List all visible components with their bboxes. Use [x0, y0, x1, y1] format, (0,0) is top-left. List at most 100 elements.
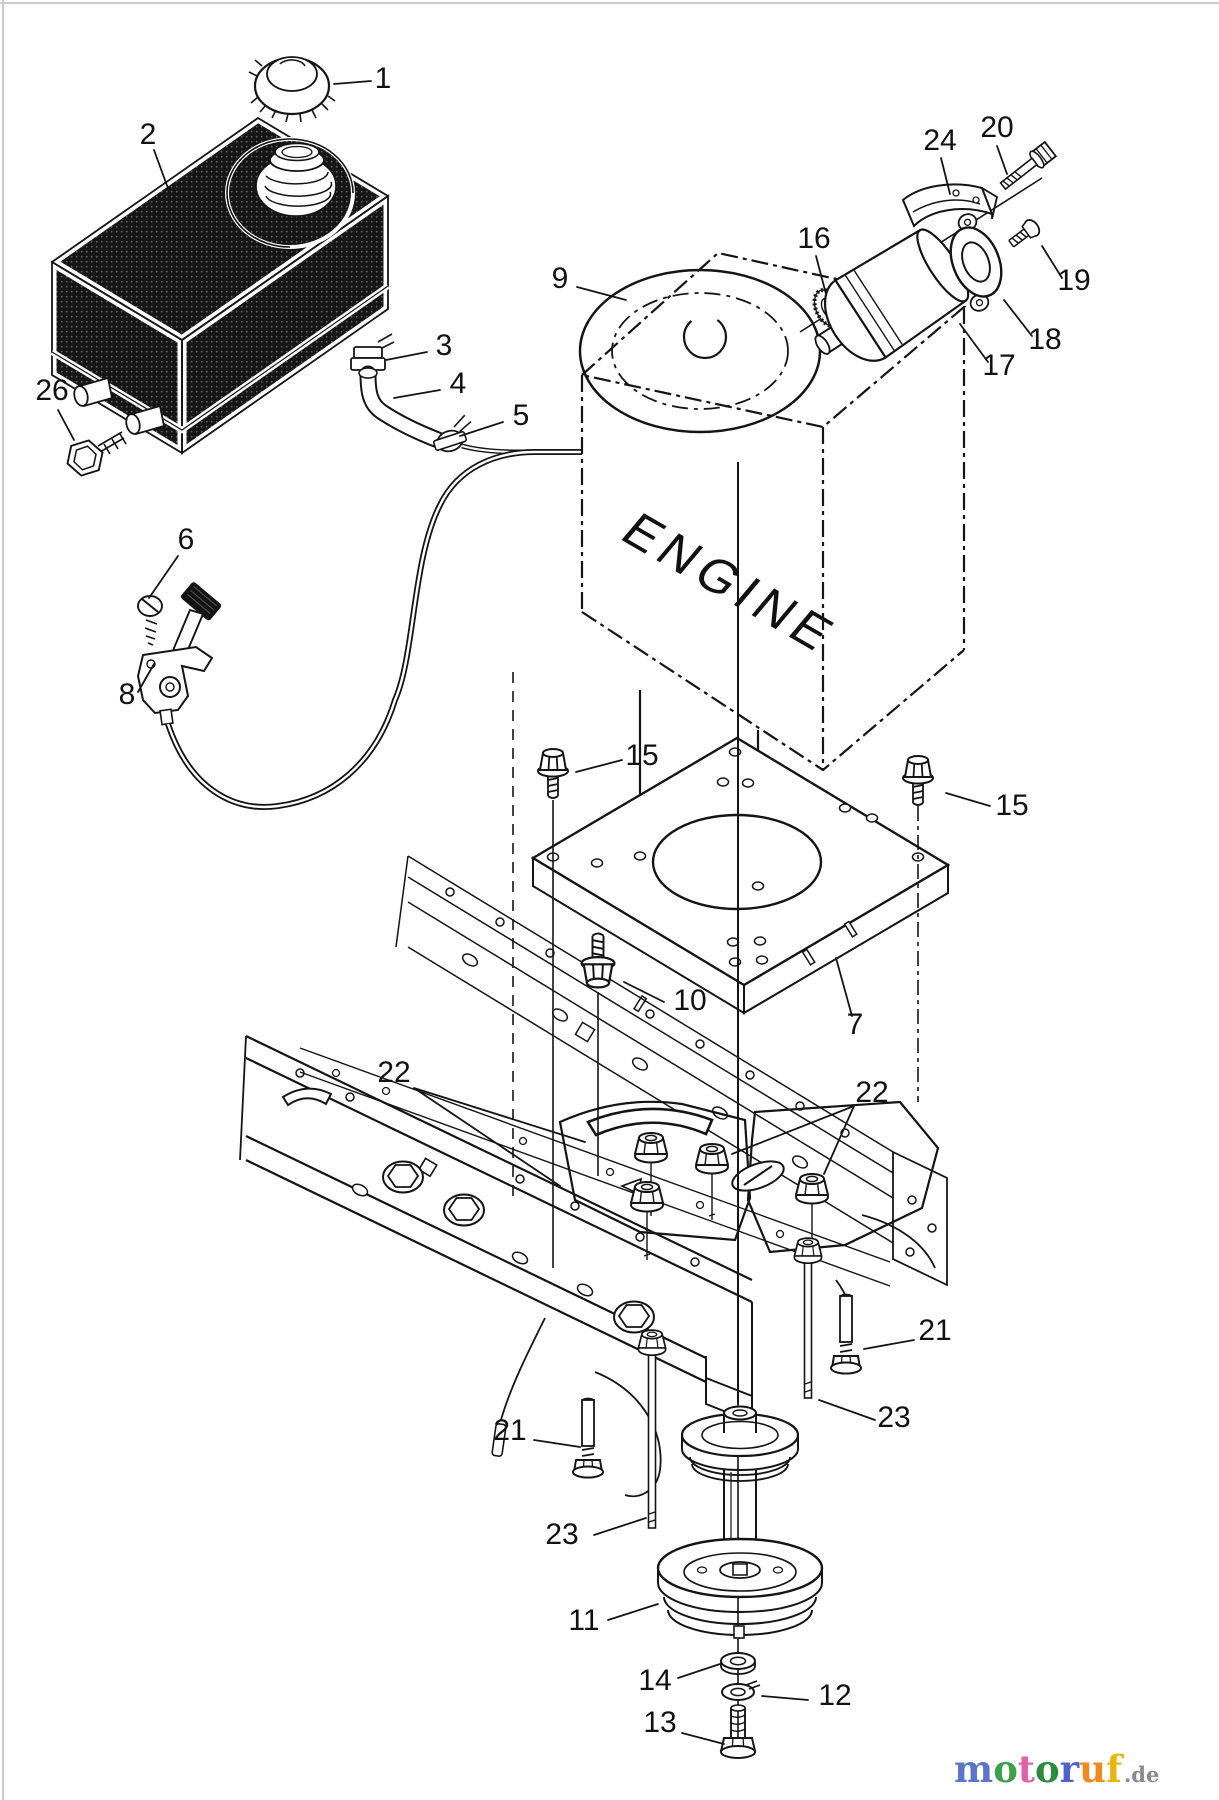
bolt-13 [719, 1704, 757, 1759]
fuel-hose [358, 365, 447, 449]
callouts: 1 2 3 4 5 26 6 8 9 24 20 16 19 18 17 15 … [35, 62, 1091, 1745]
muffler-group [799, 140, 1058, 362]
callout-26: 26 [35, 374, 75, 441]
svg-text:10: 10 [673, 984, 706, 1017]
callout-18: 18 [1003, 299, 1062, 356]
callout-15-right: 15 [945, 789, 1029, 822]
flange-nut-22 [630, 1181, 664, 1213]
svg-text:16: 16 [797, 222, 830, 255]
frame-fasteners [491, 1132, 862, 1529]
callout-13: 13 [643, 1706, 725, 1745]
svg-text:6: 6 [178, 523, 195, 556]
washer-14 [720, 1652, 756, 1675]
callout-3: 3 [385, 329, 453, 362]
callout-17: 17 [959, 323, 1016, 382]
svg-text:12: 12 [818, 1679, 851, 1712]
flange-nut-22 [795, 1173, 829, 1205]
svg-text:21: 21 [918, 1314, 951, 1347]
screw-6 [137, 595, 163, 646]
callout-20: 20 [980, 111, 1014, 175]
svg-text:17: 17 [982, 349, 1015, 382]
screw-19 [1008, 219, 1041, 248]
frame-rail-near [239, 1035, 753, 1424]
watermark-logo: motoruf [954, 1747, 1124, 1791]
svg-text:19: 19 [1057, 264, 1090, 297]
svg-text:14: 14 [638, 1664, 671, 1697]
svg-text:8: 8 [119, 678, 136, 711]
svg-text:20: 20 [980, 111, 1013, 144]
flange-nut-22 [695, 1143, 729, 1175]
frame-rail-far [395, 855, 948, 1287]
callout-2: 2 [140, 118, 170, 192]
callout-21-right: 21 [863, 1314, 952, 1350]
svg-text:2: 2 [140, 118, 157, 151]
engine-label: ENGINE [611, 502, 850, 663]
callout-12: 12 [761, 1679, 852, 1712]
flange-nut-22 [634, 1132, 668, 1164]
bolt-26 [66, 431, 127, 477]
svg-text:21: 21 [493, 1414, 526, 1447]
bolt-15-left [537, 748, 569, 799]
bolt-21-right [830, 1293, 862, 1375]
callout-21-left: 21 [493, 1414, 581, 1448]
callout-22-left: 22 [377, 1056, 586, 1187]
svg-text:26: 26 [35, 374, 68, 407]
callout-23-right: 23 [818, 1399, 911, 1434]
callout-15-left: 15 [575, 739, 659, 773]
bolt-15-right [902, 755, 934, 806]
callout-19: 19 [1041, 245, 1091, 297]
svg-text:22: 22 [377, 1056, 410, 1089]
svg-text:11: 11 [568, 1604, 599, 1637]
watermark-suffix: .de [1124, 1762, 1159, 1787]
svg-text:15: 15 [625, 739, 658, 772]
fuel-cap [248, 56, 336, 123]
hose-clamp-3 [350, 333, 395, 371]
muffler-deflector [901, 183, 999, 228]
callout-23-left: 23 [545, 1517, 647, 1551]
deck-brackets [299, 1047, 940, 1498]
wire-left [500, 1317, 546, 1421]
exhaust-flange [949, 213, 1003, 312]
callout-4: 4 [393, 367, 467, 400]
svg-text:4: 4 [450, 367, 467, 400]
svg-text:22: 22 [855, 1076, 888, 1109]
svg-text:9: 9 [552, 262, 569, 295]
svg-text:18: 18 [1028, 323, 1061, 356]
callout-8: 8 [119, 663, 155, 711]
svg-text:23: 23 [877, 1401, 910, 1434]
svg-text:24: 24 [923, 124, 956, 157]
callout-10: 10 [623, 981, 707, 1017]
throttle-control [136, 582, 222, 726]
svg-text:15: 15 [995, 789, 1028, 822]
callout-14: 14 [638, 1663, 721, 1697]
fuel-tank [43, 112, 397, 462]
fuel-tank-group [43, 56, 582, 477]
callout-11: 11 [568, 1603, 659, 1637]
svg-text:7: 7 [847, 1008, 864, 1041]
bolt-10 [580, 932, 616, 989]
callout-1: 1 [333, 62, 392, 95]
callout-5: 5 [459, 399, 530, 437]
callout-7: 7 [835, 957, 864, 1041]
svg-text:3: 3 [436, 329, 453, 362]
hose-clamp-5 [432, 414, 472, 453]
callout-24: 24 [923, 124, 957, 195]
lock-washer-12 [721, 1680, 761, 1701]
rod-23-left [637, 1329, 667, 1529]
svg-text:1: 1 [375, 62, 392, 95]
bolt-21-left [572, 1397, 604, 1479]
svg-text:5: 5 [513, 399, 530, 432]
throttle-group [136, 449, 582, 810]
watermark: motoruf .de [954, 1747, 1159, 1791]
callout-16: 16 [797, 222, 831, 295]
svg-text:23: 23 [545, 1518, 578, 1551]
pulley-assembly [656, 1405, 824, 1759]
callout-9: 9 [552, 262, 627, 301]
throttle-cable [165, 449, 582, 810]
muffler [814, 228, 970, 362]
frame [239, 855, 948, 1498]
bolt-20 [999, 140, 1058, 191]
